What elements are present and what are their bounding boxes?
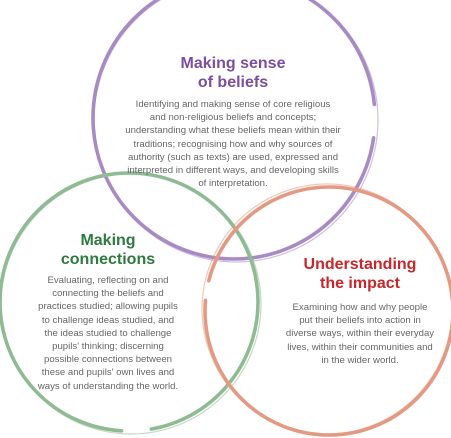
impact-description: Examining how and why people put their b… bbox=[280, 301, 440, 367]
connections-ring bbox=[0, 171, 262, 435]
connections-body-line: ways of understanding the world. bbox=[37, 380, 179, 392]
beliefs-body-line: understanding what these beliefs mean wi… bbox=[125, 125, 341, 137]
impact-body-line: Examining how and why people bbox=[292, 302, 428, 313]
connections-body-line: Evaluating, reflecting on and bbox=[47, 275, 169, 286]
beliefs-body-line: of interpretation. bbox=[198, 178, 268, 190]
connections-title-line: connections bbox=[60, 251, 156, 268]
impact-title-line: Understanding bbox=[303, 256, 417, 273]
beliefs-circle-echo bbox=[93, 0, 379, 263]
beliefs-ring bbox=[91, 0, 379, 263]
beliefs-title-line: Making sense bbox=[180, 55, 286, 72]
impact-body-line: diverse ways, within their everyday bbox=[285, 328, 435, 340]
connections-title-line: Making bbox=[80, 232, 136, 249]
beliefs-body-line: Identifying and making sense of core rel… bbox=[135, 99, 331, 110]
connections-title: Making connections bbox=[6, 231, 210, 269]
connections-body-line: to challenge ideas studied, and bbox=[41, 314, 175, 326]
beliefs-title-line: of beliefs bbox=[197, 74, 269, 91]
connections-body-line: these and pupils' own lives and bbox=[41, 367, 175, 379]
impact-block: Understanding the impact Examining how a… bbox=[280, 255, 440, 367]
connections-circle-echo bbox=[0, 173, 262, 435]
connections-body-line: connecting the beliefs and bbox=[52, 288, 164, 300]
beliefs-circle bbox=[91, 0, 377, 261]
impact-ring bbox=[201, 183, 451, 437]
impact-title: Understanding the impact bbox=[280, 255, 440, 293]
connections-body-line: pupils' thinking; discerning bbox=[52, 341, 164, 353]
connections-body-line: practices studied; allowing pupils bbox=[38, 301, 178, 313]
beliefs-description: Identifying and making sense of core rel… bbox=[102, 98, 364, 190]
impact-circle bbox=[203, 185, 451, 437]
beliefs-body-line: and non-religious beliefs and concepts; bbox=[149, 112, 317, 124]
beliefs-block: Making sense of beliefs Identifying and … bbox=[102, 54, 364, 190]
beliefs-body-line: traditions; recognising how and why sour… bbox=[133, 138, 333, 150]
impact-body-line: lives, within their communities and bbox=[287, 341, 433, 353]
beliefs-title: Making sense of beliefs bbox=[102, 54, 364, 92]
impact-circle-echo bbox=[201, 183, 451, 435]
beliefs-body-line: authority (such as texts) are used, expr… bbox=[127, 151, 339, 163]
impact-body-line: in the wider world. bbox=[321, 354, 399, 366]
connections-circle bbox=[0, 171, 260, 433]
connections-block: Making connections Evaluating, reflectin… bbox=[6, 231, 210, 393]
impact-body-line: put their beliefs into action in bbox=[299, 315, 421, 327]
connections-body-line: the ideas studied to challenge bbox=[44, 327, 172, 339]
connections-body-line: possible connections between bbox=[43, 354, 172, 366]
connections-description: Evaluating, reflecting on and connecting… bbox=[6, 274, 210, 393]
beliefs-body-line: interpreted in different ways, and devel… bbox=[127, 165, 339, 177]
impact-title-line: the impact bbox=[319, 275, 400, 292]
